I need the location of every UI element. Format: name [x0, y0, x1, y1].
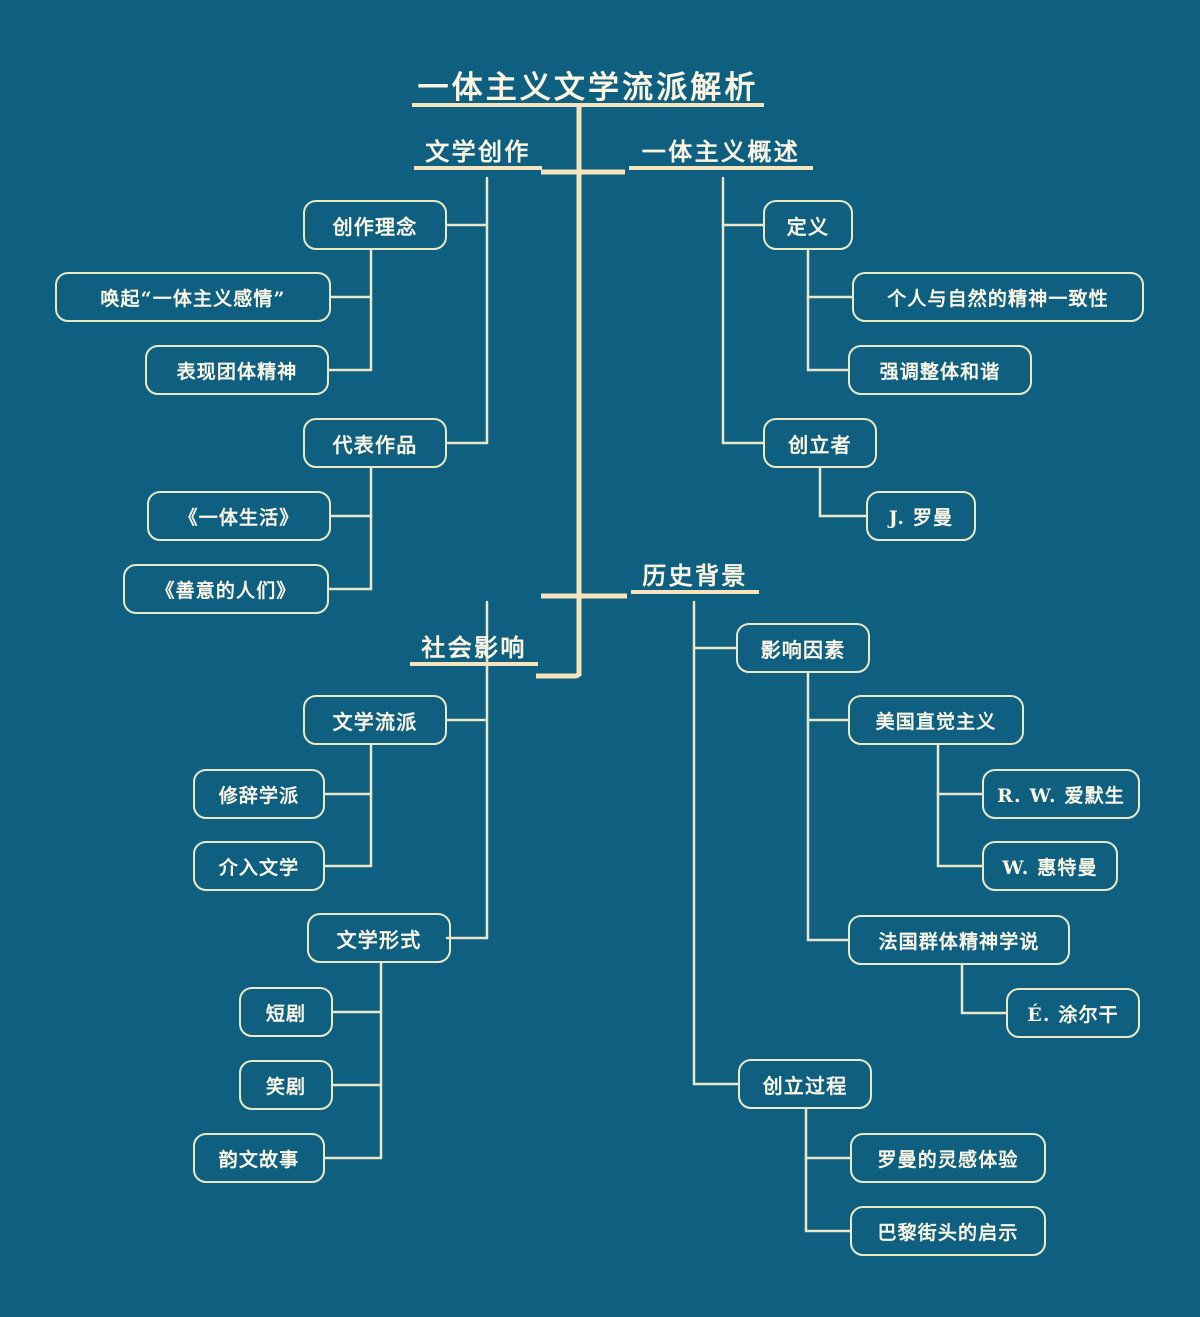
node-rw-aimosheng[interactable]: R. W. 爱默生: [982, 769, 1140, 819]
node-jieru-wenxue[interactable]: 介入文学: [193, 841, 325, 891]
node-yingxiang-yinsu[interactable]: 影响因素: [736, 623, 870, 673]
node-xiaoju[interactable]: 笑剧: [239, 1060, 333, 1110]
node-yunwen-gushi[interactable]: 韵文故事: [193, 1133, 325, 1183]
node-daibiao-zuopin[interactable]: 代表作品: [303, 418, 447, 468]
root-title: 一体主义文学流派解析: [412, 67, 764, 107]
node-dingyi[interactable]: 定义: [763, 200, 853, 250]
node-luoman-linggan[interactable]: 罗曼的灵感体验: [850, 1133, 1046, 1183]
node-qiangdiao-hexie[interactable]: 强调整体和谐: [848, 345, 1032, 395]
node-xiuci-xuepai[interactable]: 修辞学派: [193, 769, 325, 819]
node-e-tuerkan[interactable]: É. 涂尔干: [1006, 988, 1140, 1038]
node-meiguo-zhijue[interactable]: 美国直觉主义: [848, 695, 1024, 745]
branch-label-shehui-yingxiang[interactable]: 社会影响: [410, 630, 538, 666]
node-faguo-qunti[interactable]: 法国群体精神学说: [848, 915, 1070, 965]
branch-label-yitizhuyi-gaishu[interactable]: 一体主义概述: [629, 134, 813, 170]
node-geren-ziran[interactable]: 个人与自然的精神一致性: [852, 272, 1144, 322]
branch-label-wenxue-chuangzuo[interactable]: 文学创作: [414, 134, 542, 170]
node-chuangli-guocheng[interactable]: 创立过程: [738, 1059, 872, 1109]
node-yiti-shenghuo[interactable]: 《一体生活》: [147, 491, 331, 541]
node-duanju[interactable]: 短剧: [239, 987, 333, 1037]
node-chuanglizhe[interactable]: 创立者: [763, 418, 877, 468]
node-bali-jietou[interactable]: 巴黎街头的启示: [850, 1206, 1046, 1256]
node-chuangzuo-linian[interactable]: 创作理念: [303, 200, 447, 250]
node-shanyi-renmen[interactable]: 《善意的人们》: [123, 564, 329, 614]
node-wenxue-xingshi[interactable]: 文学形式: [307, 913, 451, 963]
node-biaoxian-tuanti[interactable]: 表现团体精神: [145, 345, 329, 395]
node-j-luoman[interactable]: J. 罗曼: [866, 491, 976, 541]
node-huanqi-ganqing[interactable]: 唤起“一体主义感情”: [55, 272, 331, 322]
branch-label-lishi-beijing[interactable]: 历史背景: [631, 558, 759, 594]
node-w-huiteman[interactable]: W. 惠特曼: [982, 841, 1118, 891]
node-wenxue-liupai[interactable]: 文学流派: [303, 695, 447, 745]
